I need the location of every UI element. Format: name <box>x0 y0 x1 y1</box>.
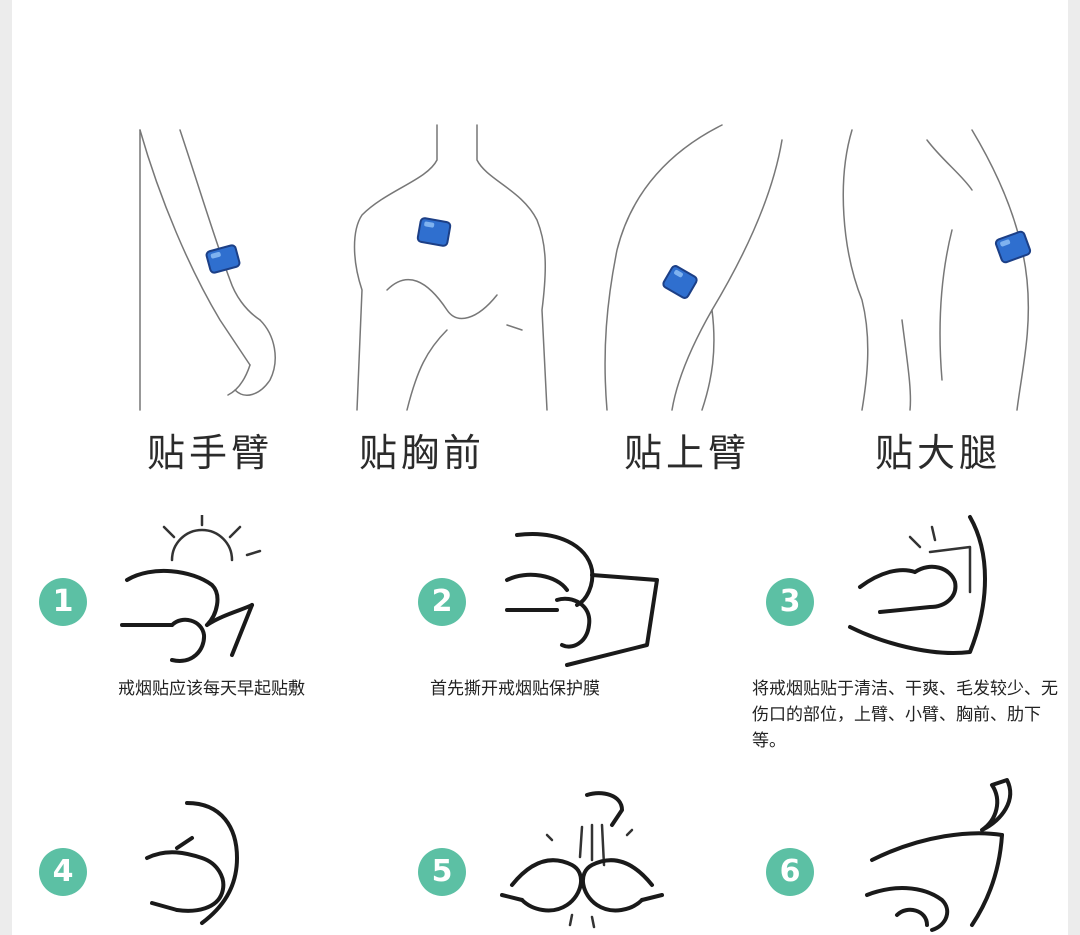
patch-icon <box>205 244 241 274</box>
forearm-illustration <box>120 120 300 420</box>
patch-icon <box>416 217 452 247</box>
step-5-badge: 5 <box>418 848 466 896</box>
step-1-text: 戒烟贴应该每天早起贴敷 <box>118 679 305 699</box>
instruction-page: 贴手臂 贴胸前 贴上臂 贴大腿 1 戒烟贴应该每天早起贴敷 2 首先撕开戒烟贴保… <box>12 0 1068 935</box>
upper-arm-illustration <box>592 120 792 420</box>
step-3-badge: 3 <box>766 578 814 626</box>
placement-label-forearm: 贴手臂 <box>146 431 273 475</box>
step-2-badge: 2 <box>418 578 466 626</box>
step-6-badge: 6 <box>766 848 814 896</box>
patch-icon <box>994 230 1032 264</box>
placement-label-thigh: 贴大腿 <box>874 431 1001 475</box>
placement-label-upper-arm: 贴上臂 <box>623 431 750 475</box>
step-3-illustration <box>840 512 1000 662</box>
chest-illustration <box>347 120 557 420</box>
patch-icon <box>662 265 698 299</box>
step-4-illustration <box>142 798 282 935</box>
step-2-illustration <box>497 525 667 675</box>
step-5-illustration <box>492 785 672 935</box>
placement-label-chest: 贴胸前 <box>358 431 485 475</box>
step-1-badge: 1 <box>39 578 87 626</box>
step-2-text: 首先撕开戒烟贴保护膜 <box>430 679 600 699</box>
step-1-illustration <box>112 515 272 675</box>
step-6-illustration <box>842 775 1022 935</box>
step-4-badge: 4 <box>39 848 87 896</box>
thigh-illustration <box>832 120 1042 420</box>
step-3-text: 将戒烟贴贴于清洁、干爽、毛发较少、无伤口的部位，上臂、小臂、胸前、肋下等。 <box>752 679 1058 751</box>
